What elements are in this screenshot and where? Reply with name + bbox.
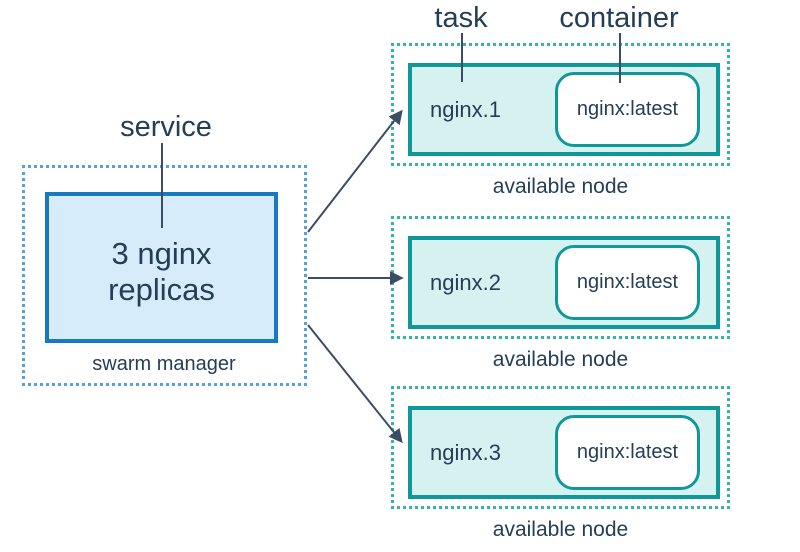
task-box-2: nginx.2 nginx:latest xyxy=(408,236,720,329)
service-box: 3 nginx replicas xyxy=(45,192,278,343)
arrow-manager-to-node-3 xyxy=(307,324,403,444)
available-node-caption-1: available node xyxy=(492,175,629,198)
container-image-1: nginx:latest xyxy=(576,98,679,120)
container-image-2: nginx:latest xyxy=(576,271,679,293)
task-label: task xyxy=(434,2,488,34)
task-name-2: nginx.2 xyxy=(430,269,501,295)
node-2-boundary: nginx.2 nginx:latest xyxy=(391,216,730,339)
task-box-1: nginx.1 nginx:latest xyxy=(408,63,720,156)
node-1-group: nginx.1 nginx:latest available node xyxy=(391,43,730,199)
available-node-caption-3: available node xyxy=(492,518,629,541)
available-node-caption-2: available node xyxy=(492,348,629,371)
task-name-1: nginx.1 xyxy=(430,96,501,122)
node-3-group: nginx.3 nginx:latest available node xyxy=(391,386,730,542)
swarm-manager-caption: swarm manager xyxy=(92,353,236,375)
node-3-boundary: nginx.3 nginx:latest xyxy=(391,386,730,509)
replicas-text: 3 nginx replicas xyxy=(108,235,215,307)
node-1-boundary: nginx.1 nginx:latest xyxy=(391,43,730,166)
container-pill-2: nginx:latest xyxy=(555,245,700,320)
arrow-manager-to-node-1 xyxy=(307,109,403,233)
container-image-3: nginx:latest xyxy=(576,441,679,463)
container-label: container xyxy=(559,2,679,34)
swarm-manager-boundary xyxy=(22,165,307,386)
node-2-group: nginx.2 nginx:latest available node xyxy=(391,216,730,372)
task-name-3: nginx.3 xyxy=(430,439,501,465)
task-box-3: nginx.3 nginx:latest xyxy=(408,406,720,499)
container-pill-3: nginx:latest xyxy=(555,415,700,490)
service-label: service xyxy=(120,111,212,143)
container-pill-1: nginx:latest xyxy=(555,72,700,147)
